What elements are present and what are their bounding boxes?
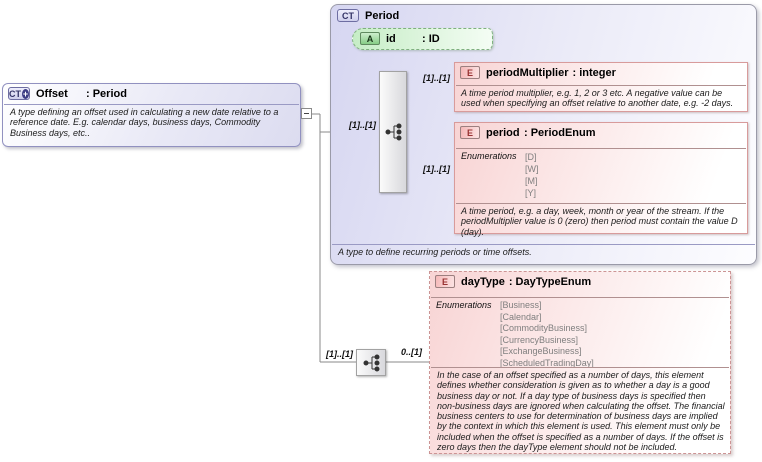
offset-type: : Period [86,87,127,100]
enum-value: [ExchangeBusiness] [500,346,582,356]
cardinality-label: [1]..[1] [326,349,353,359]
id-attribute-header: A id : ID [353,29,492,48]
daytype-type: : DayTypeEnum [508,275,592,288]
sequence-compositor[interactable] [379,71,407,193]
plus-icon: + [22,88,29,99]
period-element-box[interactable]: E period : PeriodEnum Enumerations [D] [… [454,122,748,237]
enum-value: [Business] [500,300,542,310]
periodmultiplier-header: E periodMultiplier : integer [455,63,747,82]
periodmultiplier-description: A time period multiplier, e.g. 1, 2 or 3… [461,88,734,109]
complextype-global-icon: CT+ [8,87,30,100]
divider [456,148,746,149]
enum-value: [Calendar] [500,311,542,322]
daytype-sequence-compositor[interactable] [356,349,386,376]
divider [431,367,729,368]
offset-name: Offset [36,87,68,100]
complextype-icon: CT [337,9,359,22]
enum-value: [CurrencyBusiness] [500,334,579,345]
collapse-icon [304,113,309,114]
element-icon: E [460,66,480,79]
period-element-type: : PeriodEnum [524,126,596,139]
enum-value: [ScheduledTradingDay] [500,357,594,368]
sequence-icon [363,354,379,371]
offset-header: CT+ Offset : Period [3,84,300,103]
daytype-name: dayType [461,275,505,288]
enum-value: [D] [525,152,537,162]
period-header: CT Period [331,5,756,26]
element-icon: E [460,126,480,139]
offset-complextype-box[interactable]: CT+ Offset : Period A type defining an o… [2,83,301,147]
enum-value: [M] [525,176,538,186]
offset-description: A type defining an offset used in calcul… [10,107,279,138]
element-icon: E [435,275,455,288]
cardinality-label: [1]..[1] [349,120,376,130]
enumerations-label: Enumerations [461,151,517,161]
divider [456,85,746,86]
daytype-element-box[interactable]: E dayType : DayTypeEnum Enumerations [Bu… [429,271,731,454]
period-complextype-box[interactable]: CT Period A id : ID [330,4,757,265]
periodmultiplier-type: : integer [572,66,616,79]
periodmultiplier-element-box[interactable]: E periodMultiplier : integer A time peri… [454,62,748,112]
id-attribute-box[interactable]: A id : ID [352,28,493,50]
divider [332,244,755,245]
period-element-description: A time period, e.g. a day, week, month o… [461,206,738,237]
period-element-header: E period : PeriodEnum [455,123,747,142]
period-description: A type to define recurring periods or ti… [338,247,532,257]
period-enumerations: Enumerations [D] [W] [M] [Y] [461,151,743,199]
period-name: Period [365,9,400,22]
id-attribute-name: id [386,32,396,45]
period-element-name: period [486,126,520,139]
periodmultiplier-name: periodMultiplier [486,66,569,79]
daytype-header: E dayType : DayTypeEnum [430,272,730,291]
divider [431,297,729,298]
enum-value: [W] [525,164,539,174]
enum-value: [CommodityBusiness] [500,323,588,333]
collapse-toggle[interactable] [301,108,312,119]
divider [4,104,299,105]
enum-value: [Y] [525,188,537,198]
cardinality-label: 0..[1] [400,347,422,357]
cardinality-label: [1]..[1] [423,164,450,174]
cardinality-label: [1]..[1] [423,73,450,83]
id-attribute-type: : ID [422,32,440,45]
attribute-icon: A [360,32,380,45]
sequence-icon [385,123,401,141]
enumerations-label: Enumerations [436,300,492,310]
divider [456,203,746,204]
daytype-enumerations: Enumerations [Business] [Calendar] [Comm… [436,300,726,369]
daytype-description: In the case of an offset specified as a … [437,370,725,453]
